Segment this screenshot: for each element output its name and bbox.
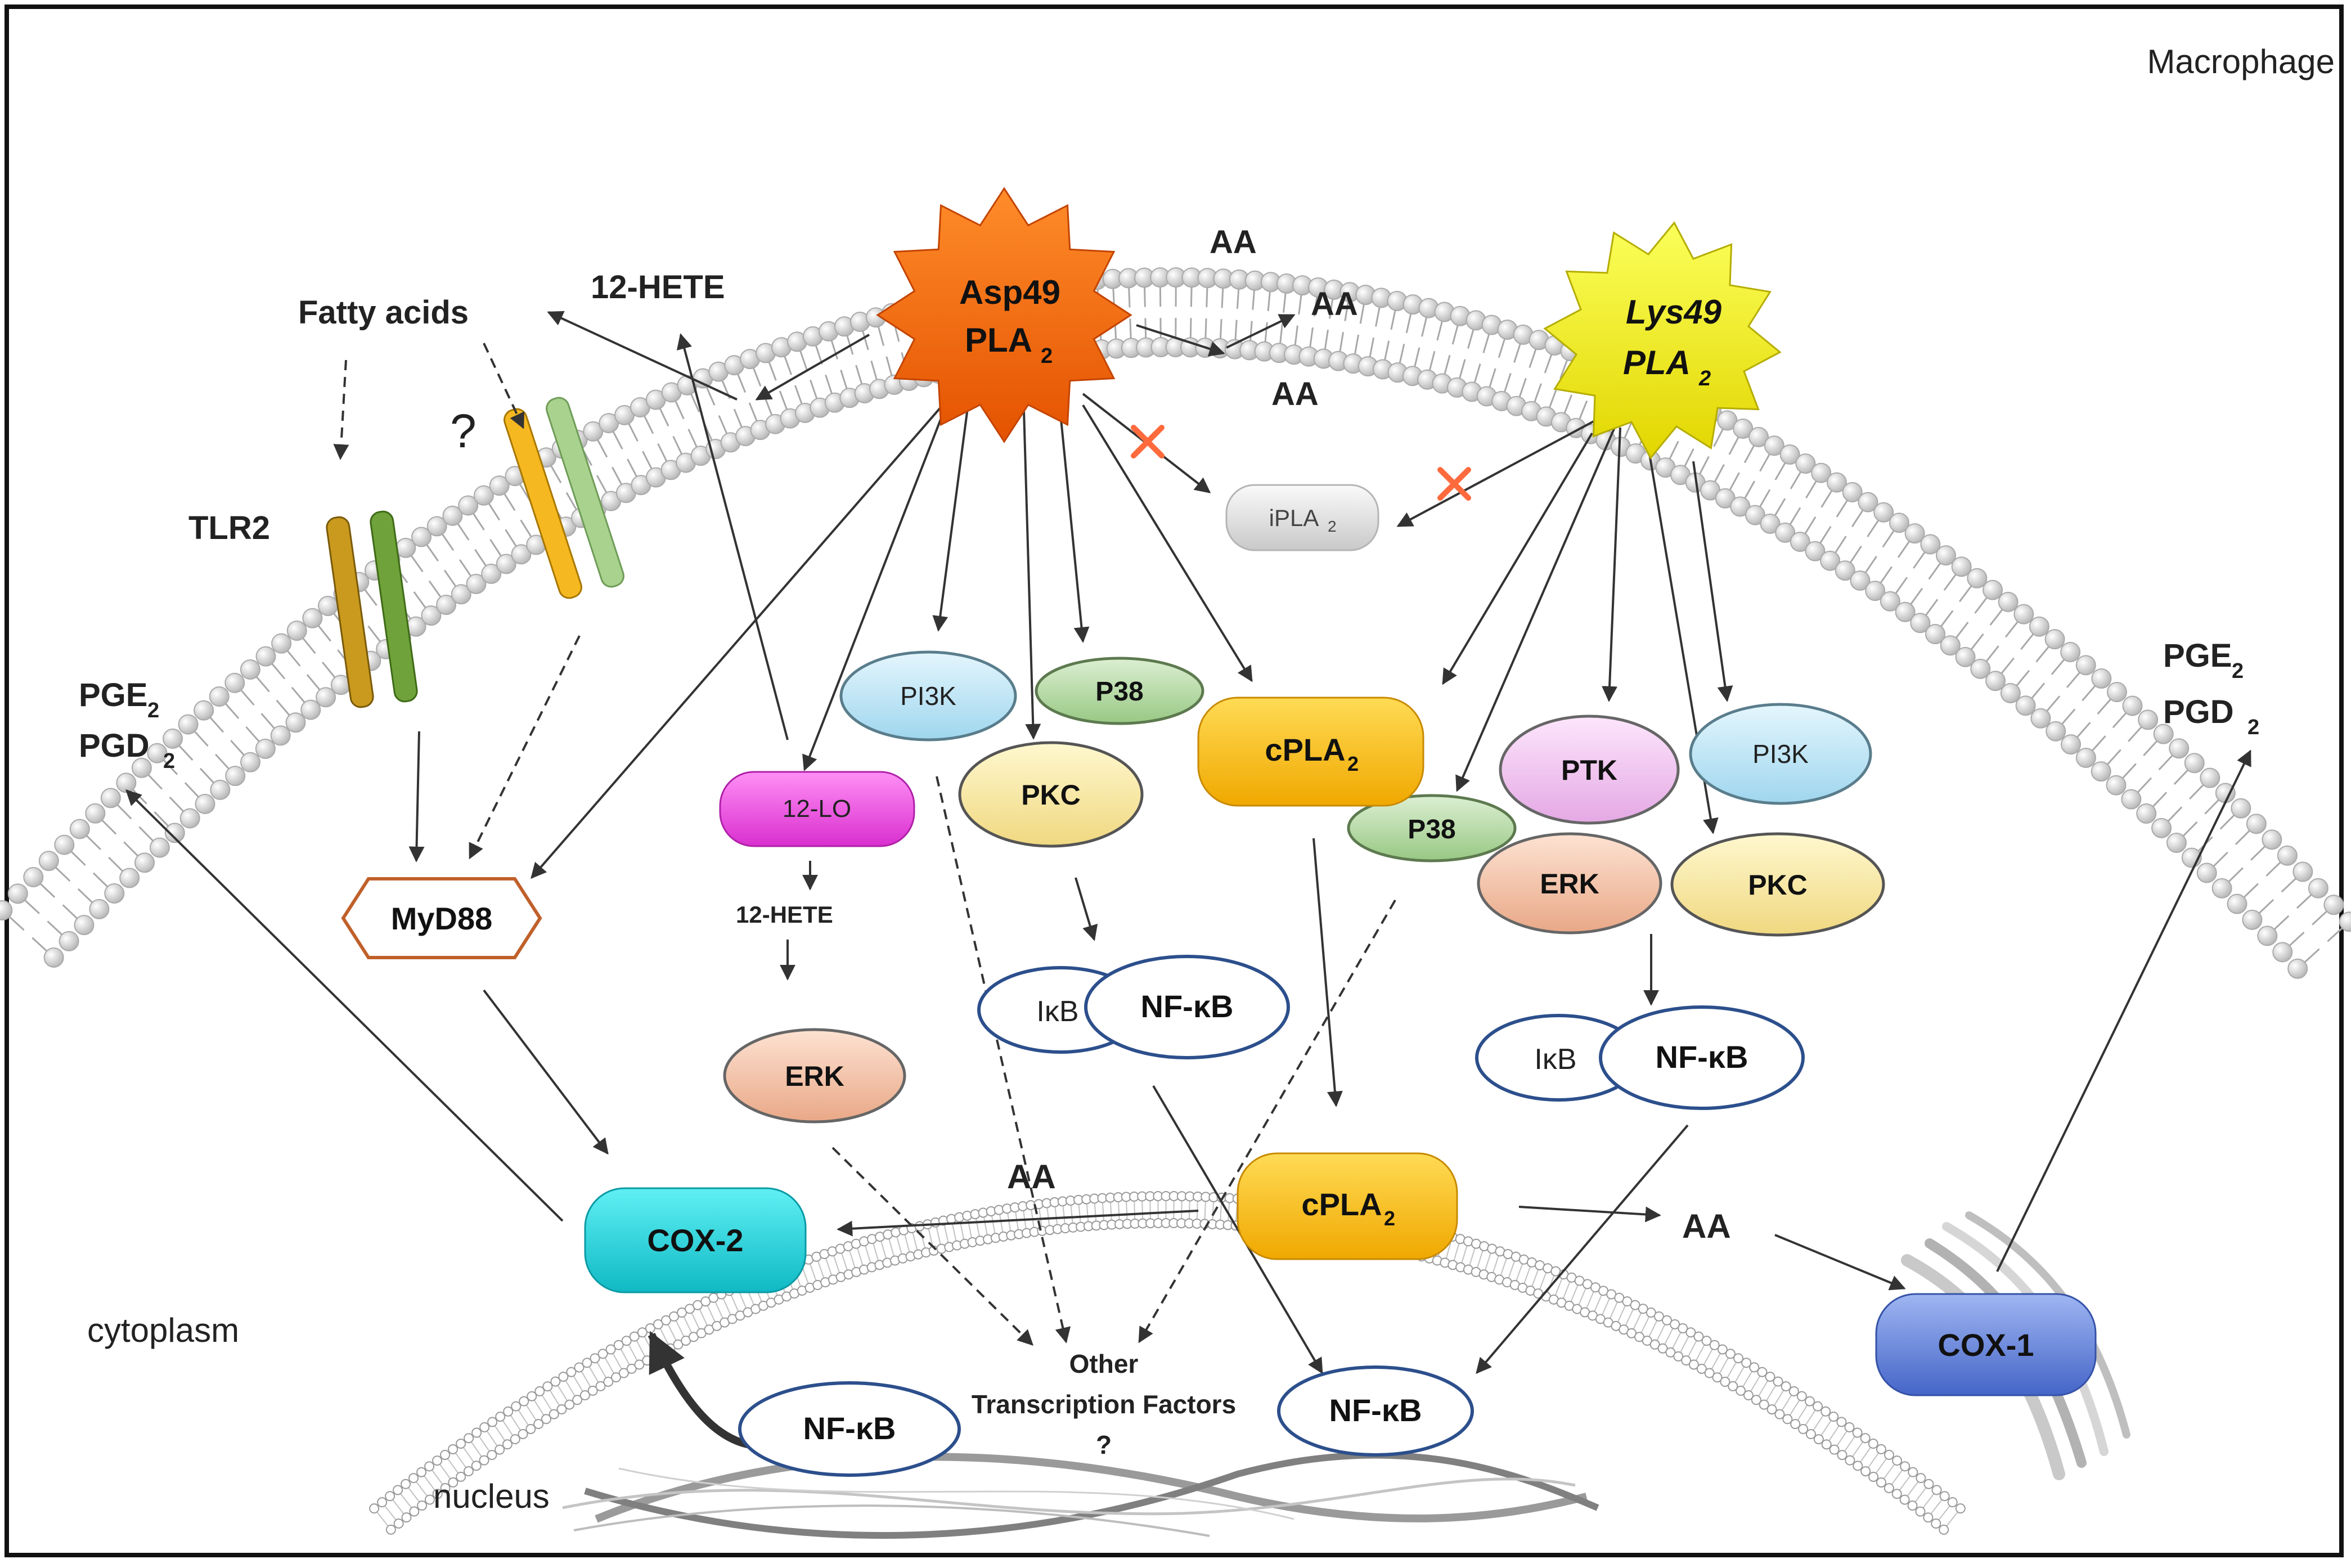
nfkb-nuclear-right-label: NF-κB (1329, 1392, 1422, 1428)
aa-label-2: AA (1311, 286, 1358, 322)
pi3k-left: PI3K (841, 652, 1015, 740)
cytoplasm-label: cytoplasm (87, 1311, 239, 1349)
hete-mid-label: 12-HETE (736, 901, 833, 928)
other-tf-line1: Other (1069, 1349, 1139, 1378)
erk-left-label: ERK (785, 1061, 844, 1092)
cpla2-upper-label: cPLA (1265, 732, 1345, 767)
pgd-right-label: PGD (2163, 694, 2234, 730)
ptk: PTK (1500, 716, 1678, 823)
erk-left: ERK (725, 1030, 905, 1122)
macrophage-label: Macrophage (2147, 43, 2335, 80)
cox1: COX-1 (1876, 1294, 2096, 1395)
ptk-label: PTK (1561, 754, 1617, 786)
pge-left-subscript: 2 (147, 699, 159, 722)
pkc-right: PKC (1672, 834, 1884, 935)
lo12-label: 12-LO (783, 795, 851, 823)
p38-right-label: P38 (1408, 815, 1455, 844)
pgd-left-label: PGD (79, 727, 150, 764)
erk-right-label: ERK (1540, 868, 1599, 900)
myd88-label: MyD88 (391, 901, 493, 936)
lys49-subscript: 2 (1698, 367, 1711, 390)
hete-top-label: 12-HETE (591, 269, 725, 305)
cox2: COX-2 (585, 1188, 806, 1292)
nfkb-nuclear-left-label: NF-κB (803, 1410, 896, 1446)
myd88: MyD88 (343, 879, 540, 958)
cpla2-upper: cPLA 2 (1198, 698, 1423, 806)
ikb-left-label: IκB (1036, 995, 1078, 1028)
lys49-pla-label: PLA (1623, 344, 1691, 381)
pi3k-right-label: PI3K (1752, 739, 1809, 769)
pgd-right-subscript: 2 (2247, 716, 2259, 739)
cox2-label: COX-2 (647, 1223, 743, 1258)
p38-left: P38 (1036, 658, 1203, 724)
cpla2-upper-subscript: 2 (1347, 752, 1359, 775)
cpla2-lower: cPLA 2 (1238, 1153, 1457, 1259)
pgd-left-subscript: 2 (163, 749, 175, 773)
ipla2: iPLA 2 (1226, 485, 1378, 550)
asp49-subscript: 2 (1041, 344, 1053, 368)
p38-left-label: P38 (1095, 677, 1143, 707)
pi3k-right: PI3K (1691, 704, 1871, 803)
tlr2-label: TLR2 (188, 510, 270, 546)
aa-label-1: AA (1210, 224, 1257, 260)
asp49-label: Asp49 (959, 273, 1060, 311)
pge-right-subscript: 2 (2232, 659, 2244, 683)
other-tf-line2: Transcription Factors (972, 1390, 1236, 1419)
erk-right: ERK (1478, 834, 1661, 933)
ipla2-label: iPLA (1269, 505, 1319, 531)
ikb-right-label: IκB (1534, 1043, 1576, 1076)
ikb-nfkb-complex-left: IκB NF-κB (979, 956, 1288, 1058)
nfkb-right-label: NF-κB (1656, 1039, 1748, 1075)
pi3k-left-label: PI3K (900, 681, 956, 711)
pkc-left: PKC (960, 743, 1142, 846)
pkc-right-label: PKC (1748, 869, 1808, 901)
cpla2-lower-subscript: 2 (1384, 1207, 1395, 1230)
nucleus-label: nucleus (433, 1477, 550, 1515)
lys49-label: Lys49 (1626, 293, 1722, 331)
cpla2-lower-label: cPLA (1301, 1187, 1382, 1222)
other-tf-line3: ? (1096, 1430, 1112, 1459)
aa-cox2-label: AA (1007, 1158, 1056, 1196)
question-mark: ? (450, 405, 477, 457)
ipla2-subscript: 2 (1328, 518, 1337, 535)
pkc-left-label: PKC (1021, 779, 1081, 811)
nfkb-nuclear-left: NF-κB (740, 1383, 959, 1475)
pge-left-label: PGE (79, 677, 148, 713)
aa-label-3: AA (1271, 376, 1319, 412)
nfkb-nuclear-right: NF-κB (1279, 1367, 1472, 1455)
asp49-pla-label: PLA (965, 321, 1032, 359)
cox1-label: COX-1 (1938, 1327, 2034, 1363)
aa-cox1-label: AA (1682, 1207, 1731, 1245)
pge-right-label: PGE (2163, 637, 2232, 674)
ikb-nfkb-complex-right: IκB NF-κB (1477, 1007, 1803, 1108)
nfkb-left-label: NF-κB (1141, 989, 1234, 1024)
lo12: 12-LO (720, 772, 914, 846)
fatty-acids-label: Fatty acids (298, 294, 469, 331)
